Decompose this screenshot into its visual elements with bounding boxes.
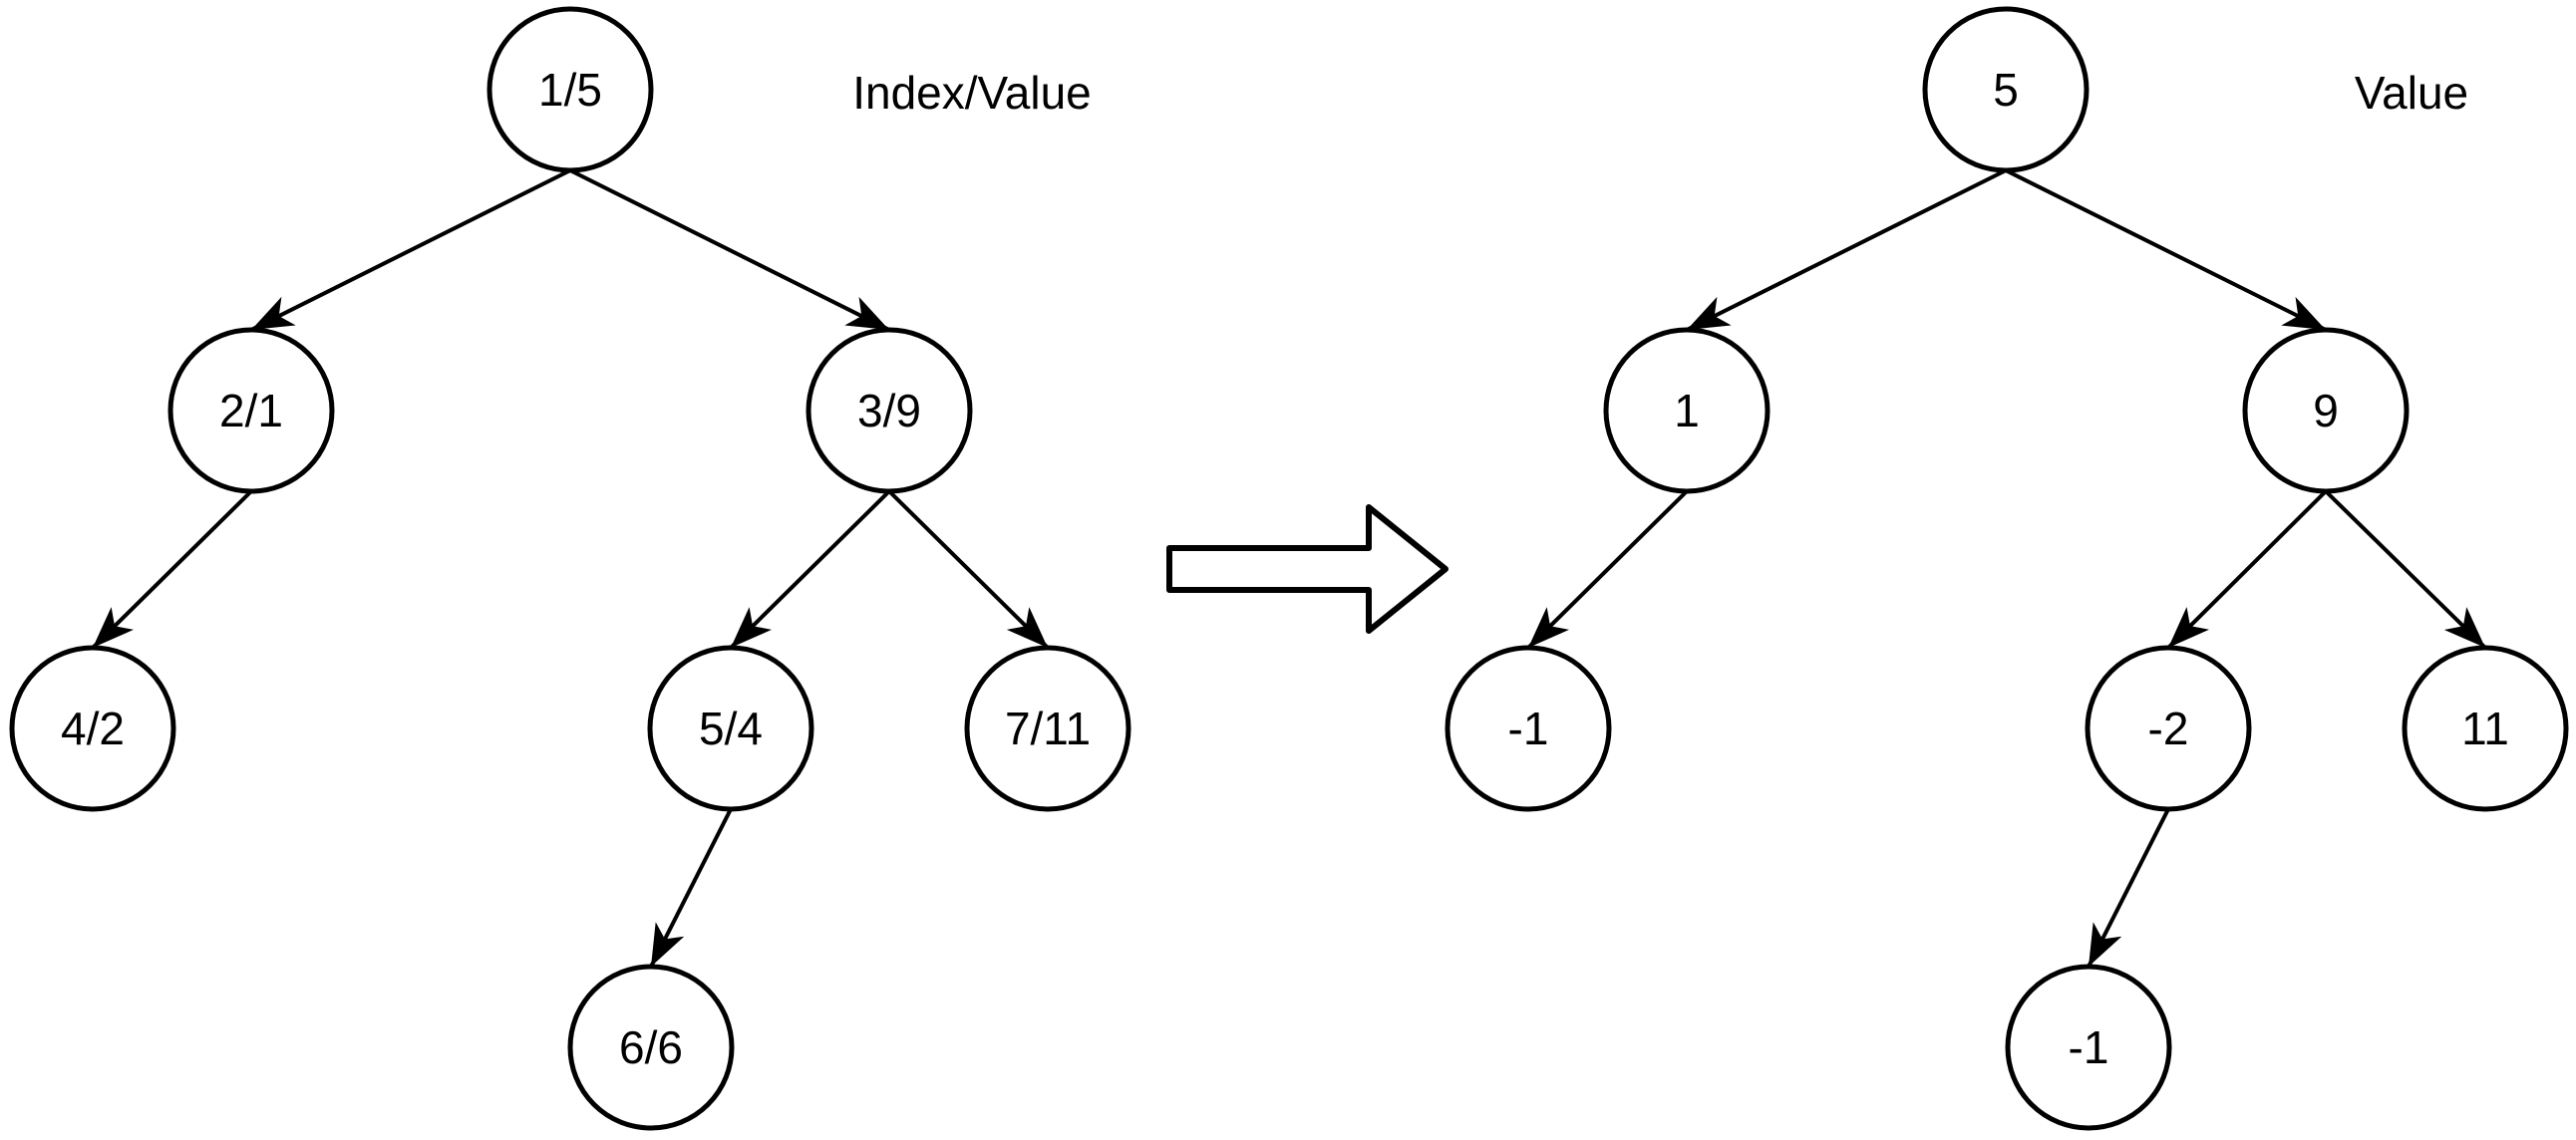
tree-caption-index-value-tree: Index/Value bbox=[852, 67, 1092, 119]
edge-v1-vm1 bbox=[1526, 489, 1689, 650]
node-circle bbox=[9, 645, 176, 812]
node-circle bbox=[805, 327, 973, 494]
node-label: -1 bbox=[1508, 703, 1549, 754]
edge-n3-n7 bbox=[887, 489, 1050, 650]
node-vm1: -1 bbox=[1445, 645, 1612, 812]
tree-caption-value-tree: Value bbox=[2355, 67, 2468, 119]
node-n1: 1/5 bbox=[486, 6, 654, 173]
node-circle bbox=[2005, 964, 2172, 1131]
node-v1: 1 bbox=[1603, 327, 1771, 494]
node-circle bbox=[2402, 645, 2569, 812]
edge-n3-n5 bbox=[729, 489, 891, 650]
node-circle bbox=[1445, 645, 1612, 812]
edge-v9-vm2 bbox=[2166, 489, 2328, 650]
edge-n1-n3 bbox=[569, 168, 890, 332]
transform-arrow-icon bbox=[1166, 504, 1449, 634]
node-v5: 5 bbox=[1922, 6, 2090, 173]
node-circle bbox=[567, 964, 735, 1131]
node-label: 1/5 bbox=[538, 64, 602, 116]
node-vm2: -2 bbox=[2085, 645, 2252, 812]
node-label: 9 bbox=[2313, 385, 2339, 436]
node-label: 4/2 bbox=[61, 703, 125, 754]
edge-vm2-vm1b bbox=[2087, 808, 2170, 968]
index-value-tree: 1/5 2/1 3/9 4/2 5/4 7/11 6/6 Index/Value bbox=[9, 6, 1131, 1131]
edge-n1-n2 bbox=[250, 168, 571, 332]
edge-n2-n4 bbox=[91, 489, 253, 650]
node-label: 11 bbox=[2461, 703, 2509, 754]
node-circle bbox=[167, 327, 335, 494]
node-circle bbox=[2242, 327, 2410, 494]
node-label: 2/1 bbox=[219, 385, 283, 436]
node-circle bbox=[2085, 645, 2252, 812]
node-n4: 4/2 bbox=[9, 645, 176, 812]
node-circle bbox=[1922, 6, 2090, 173]
node-v11: 11 bbox=[2402, 645, 2569, 812]
node-n3: 3/9 bbox=[805, 327, 973, 494]
node-n6: 6/6 bbox=[567, 964, 735, 1131]
node-label: 7/11 bbox=[1005, 703, 1091, 754]
node-n2: 2/1 bbox=[167, 327, 335, 494]
node-label: 1 bbox=[1674, 385, 1700, 436]
node-n5: 5/4 bbox=[647, 645, 814, 812]
node-circle bbox=[964, 645, 1131, 812]
node-vm1b: -1 bbox=[2005, 964, 2172, 1131]
edge-v5-v1 bbox=[1686, 168, 2007, 332]
value-tree: 5 1 9 -1 -2 11 -1 Value bbox=[1445, 6, 2569, 1131]
edge-v5-v9 bbox=[2005, 168, 2327, 332]
node-v9: 9 bbox=[2242, 327, 2410, 494]
node-label: 5 bbox=[1993, 64, 2019, 116]
node-n7: 7/11 bbox=[964, 645, 1131, 812]
node-label: 6/6 bbox=[619, 1021, 683, 1073]
edge-v9-v11 bbox=[2324, 489, 2487, 650]
node-label: 3/9 bbox=[857, 385, 921, 436]
node-circle bbox=[1603, 327, 1771, 494]
node-circle bbox=[647, 645, 814, 812]
node-circle bbox=[486, 6, 654, 173]
node-label: -1 bbox=[2069, 1021, 2109, 1073]
node-label: -2 bbox=[2148, 703, 2189, 754]
edge-n5-n6 bbox=[649, 808, 733, 968]
node-label: 5/4 bbox=[699, 703, 763, 754]
